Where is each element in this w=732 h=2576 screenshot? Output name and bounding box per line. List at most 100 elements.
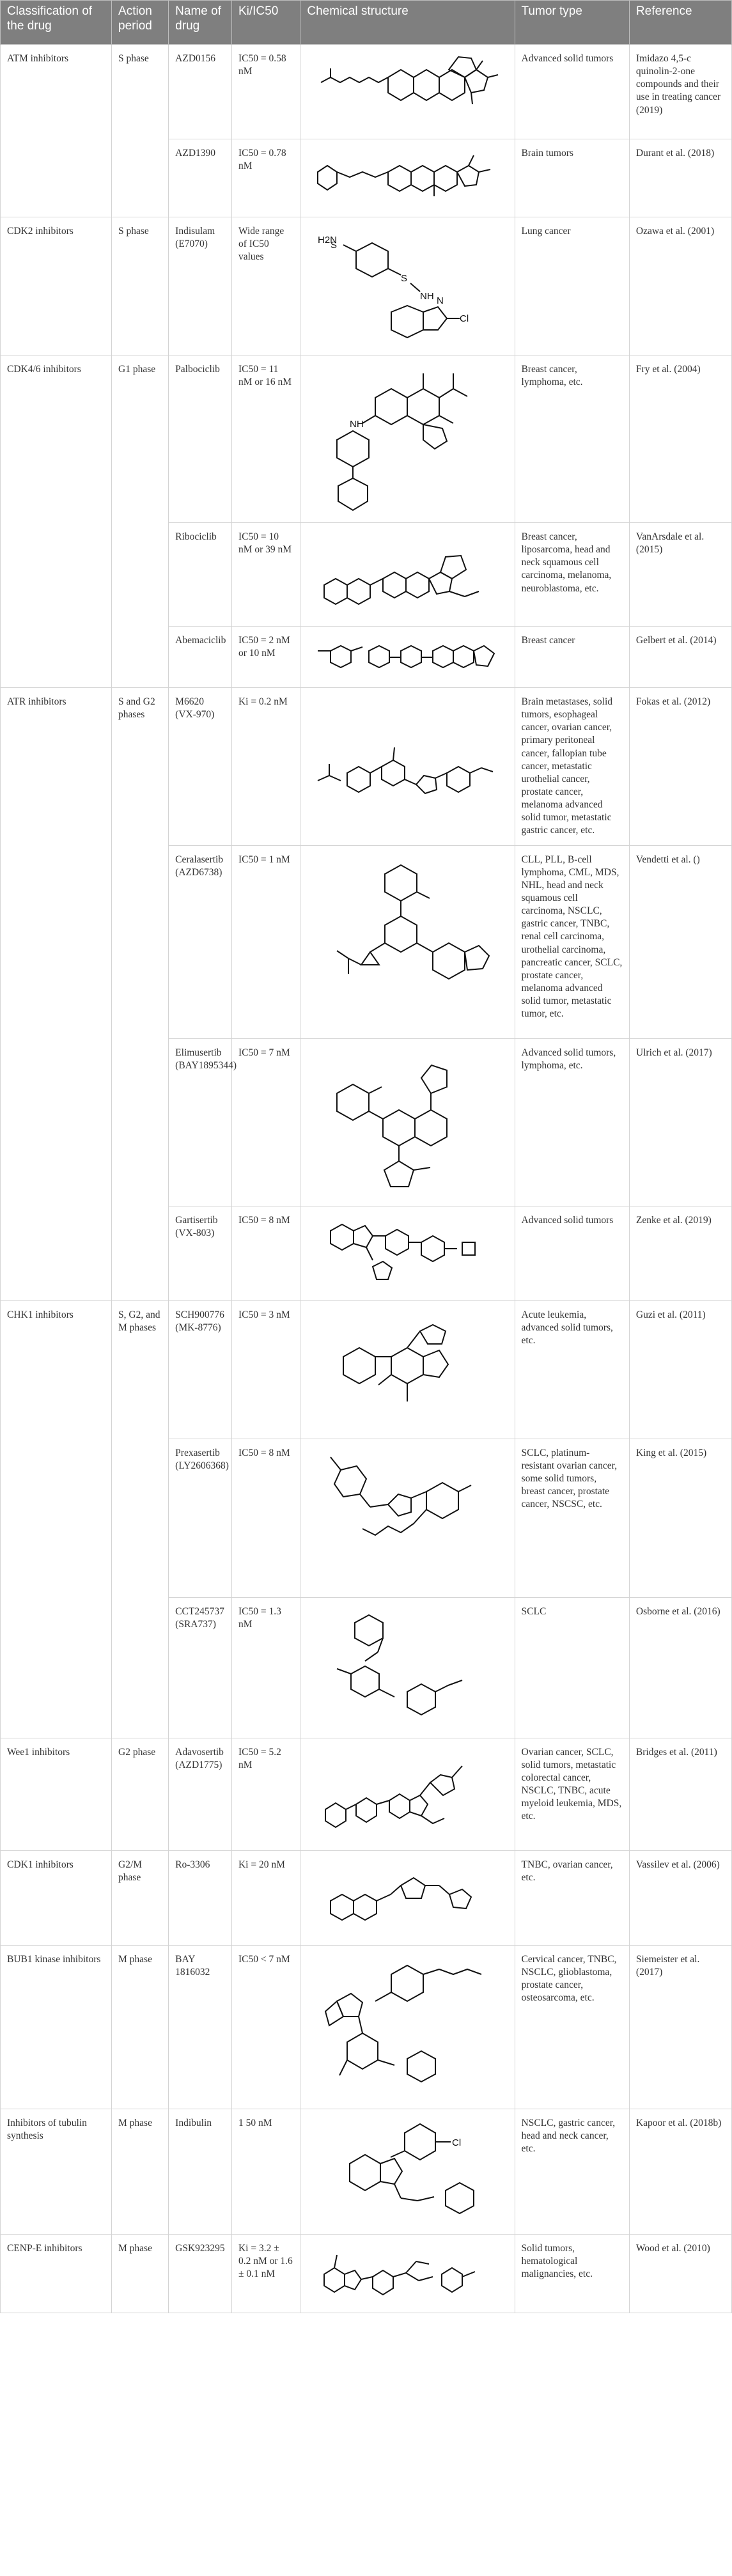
chemical-structure-cell: H2N S S NH Cl N bbox=[300, 217, 515, 355]
ki-ic50-cell: 1 50 nM bbox=[231, 2108, 301, 2235]
reference-cell: Siemeister et al. (2017) bbox=[628, 1944, 732, 2109]
chemical-structure-cell bbox=[300, 1438, 515, 1598]
chemical-structure-cell bbox=[300, 1737, 515, 1851]
chemical-structure-cell bbox=[300, 522, 515, 627]
action-period-cell: G2/M phase bbox=[111, 1850, 169, 1946]
tumor-type-cell: Cervical cancer, TNBC, NSCLC, glioblasto… bbox=[514, 1944, 630, 2109]
ki-ic50-cell: IC50 = 7 nM bbox=[231, 1038, 301, 1206]
tumor-type-cell: TNBC, ovarian cancer, etc. bbox=[514, 1850, 630, 1946]
table-row: CDK2 inhibitors S phase Indisulam (E7070… bbox=[0, 217, 732, 355]
ki-ic50-cell: Ki = 0.2 nM bbox=[231, 687, 301, 846]
tumor-type-cell: Brain metastases, solid tumors, esophage… bbox=[514, 687, 630, 846]
reference-cell: VanArsdale et al. (2015) bbox=[628, 522, 732, 627]
reference-cell: Gelbert et al. (2014) bbox=[628, 626, 732, 688]
chemical-structure-cell: NH bbox=[300, 355, 515, 523]
drug-name-cell: Prexasertib (LY2606368) bbox=[168, 1438, 232, 1598]
structure-adavosertib bbox=[325, 1765, 463, 1829]
tumor-type-cell: Breast cancer, liposarcoma, head and nec… bbox=[514, 522, 630, 627]
chemical-structure-cell bbox=[300, 626, 515, 688]
ki-ic50-cell: IC50 = 10 nM or 39 nM bbox=[231, 522, 301, 627]
reference-cell: Kapoor et al. (2018b) bbox=[628, 2108, 732, 2235]
svg-text:S: S bbox=[331, 240, 337, 251]
reference-cell: Ulrich et al. (2017) bbox=[628, 1038, 732, 1206]
reference-cell: Zenke et al. (2019) bbox=[628, 1205, 732, 1301]
tumor-type-cell: Advanced solid tumors bbox=[514, 1205, 630, 1301]
reference-cell: Guzi et al. (2011) bbox=[628, 1300, 732, 1439]
reference-cell: Durant et al. (2018) bbox=[628, 139, 732, 217]
reference-cell: Osborne et al. (2016) bbox=[628, 1596, 732, 1738]
ki-ic50-cell: IC50 = 3 nM bbox=[231, 1300, 301, 1439]
svg-text:NH: NH bbox=[420, 291, 434, 302]
chemical-structure-cell bbox=[300, 2233, 515, 2313]
action-period-cell: M phase bbox=[111, 2108, 169, 2235]
svg-text:N: N bbox=[437, 295, 444, 306]
classification-cell: CDK2 inhibitors bbox=[0, 217, 113, 355]
chemical-structure-cell bbox=[300, 845, 515, 1039]
action-period-cell: S and G2 phases bbox=[111, 687, 169, 1301]
reference-cell: Ozawa et al. (2001) bbox=[628, 217, 732, 355]
ki-ic50-cell: IC50 = 1 nM bbox=[231, 845, 301, 1039]
reference-cell: Imidazo 4,5-c quinolin-2-one compounds a… bbox=[628, 44, 732, 139]
structure-m6620 bbox=[318, 747, 494, 794]
structure-prexasertib bbox=[330, 1456, 472, 1536]
structure-azd0156 bbox=[320, 56, 499, 104]
drug-name-cell: AZD1390 bbox=[168, 139, 232, 217]
classification-cell: ATR inhibitors bbox=[0, 687, 113, 1301]
drug-name-cell: Ceralasertib (AZD6738) bbox=[168, 845, 232, 1039]
table-row: CCT245737 (SRA737) IC50 = 1.3 nM SCLC Os… bbox=[1, 1596, 732, 1738]
chemical-structure-cell: Cl bbox=[300, 2108, 515, 2235]
chemical-structure-cell bbox=[300, 1944, 515, 2109]
table-row: Wee1 inhibitors G2 phase Adavosertib (AZ… bbox=[0, 1737, 732, 1851]
structure-cct245737 bbox=[337, 1614, 463, 1715]
svg-text:Cl: Cl bbox=[460, 313, 469, 324]
table-row: Prexasertib (LY2606368) IC50 = 8 nM SCLC… bbox=[1, 1438, 732, 1598]
action-period-cell: M phase bbox=[111, 1944, 169, 2109]
ki-ic50-cell: Ki = 20 nM bbox=[231, 1850, 301, 1946]
reference-cell: Fokas et al. (2012) bbox=[628, 687, 732, 846]
structure-azd1390 bbox=[317, 155, 491, 196]
drug-name-cell: Gartisertib (VX-803) bbox=[168, 1205, 232, 1301]
header-tumor-type: Tumor type bbox=[514, 0, 630, 45]
action-period-cell: S, G2, and M phases bbox=[111, 1300, 169, 1738]
classification-cell: CDK1 inhibitors bbox=[0, 1850, 113, 1946]
header-ki-ic50: Ki/IC50 bbox=[231, 0, 301, 45]
reference-cell: Bridges et al. (2011) bbox=[628, 1737, 732, 1851]
chemical-structure-cell bbox=[300, 687, 515, 846]
action-period-cell: G1 phase bbox=[111, 355, 169, 688]
structure-bay1816032 bbox=[325, 1964, 482, 2083]
header-row: Classification of the drug Action period… bbox=[0, 0, 732, 45]
drug-table: Classification of the drug Action period… bbox=[0, 0, 732, 2313]
tumor-type-cell: Advanced solid tumors bbox=[514, 44, 630, 139]
table-row: Abemaciclib IC50 = 2 nM or 10 nM Breast … bbox=[1, 626, 732, 688]
reference-cell: Vassilev et al. (2006) bbox=[628, 1850, 732, 1946]
reference-cell: Vendetti et al. () bbox=[628, 845, 732, 1039]
structure-palbociclib: NH bbox=[336, 373, 468, 511]
structure-ceralasertib bbox=[336, 864, 490, 980]
tumor-type-cell: Ovarian cancer, SCLC, solid tumors, meta… bbox=[514, 1737, 630, 1851]
action-period-cell: S phase bbox=[111, 44, 169, 217]
tumor-type-cell: Breast cancer, lymphoma, etc. bbox=[514, 355, 630, 523]
svg-text:S: S bbox=[401, 273, 407, 284]
tumor-type-cell: NSCLC, gastric cancer, head and neck can… bbox=[514, 2108, 630, 2235]
tumor-type-cell: Advanced solid tumors, lymphoma, etc. bbox=[514, 1038, 630, 1206]
svg-text:NH: NH bbox=[350, 419, 364, 430]
classification-cell: Inhibitors of tubulin synthesis bbox=[0, 2108, 113, 2235]
ki-ic50-cell: IC50 = 1.3 nM bbox=[231, 1596, 301, 1738]
action-period-cell: M phase bbox=[111, 2233, 169, 2313]
drug-name-cell: GSK923295 bbox=[168, 2233, 232, 2313]
drug-name-cell: Abemaciclib bbox=[168, 626, 232, 688]
ki-ic50-cell: IC50 = 0.58 nM bbox=[231, 44, 301, 139]
reference-cell: Wood et al. (2010) bbox=[628, 2233, 732, 2313]
drug-name-cell: Indibulin bbox=[168, 2108, 232, 2235]
table-row: ATR inhibitors S and G2 phases M6620 (VX… bbox=[0, 687, 732, 1301]
ki-ic50-cell: IC50 < 7 nM bbox=[231, 1944, 301, 2109]
ki-ic50-cell: IC50 = 11 nM or 16 nM bbox=[231, 355, 301, 523]
classification-cell: BUB1 kinase inhibitors bbox=[0, 1944, 113, 2109]
drug-name-cell: Indisulam (E7070) bbox=[168, 217, 232, 355]
structure-gsk923295 bbox=[323, 2254, 476, 2295]
chemical-structure-cell bbox=[300, 1596, 515, 1738]
chemical-structure-cell bbox=[300, 1205, 515, 1301]
chemical-structure-cell bbox=[300, 1038, 515, 1206]
table-row: CHK1 inhibitors S, G2, and M phases SCH9… bbox=[0, 1300, 732, 1738]
classification-cell: CDK4/6 inhibitors bbox=[0, 355, 113, 688]
